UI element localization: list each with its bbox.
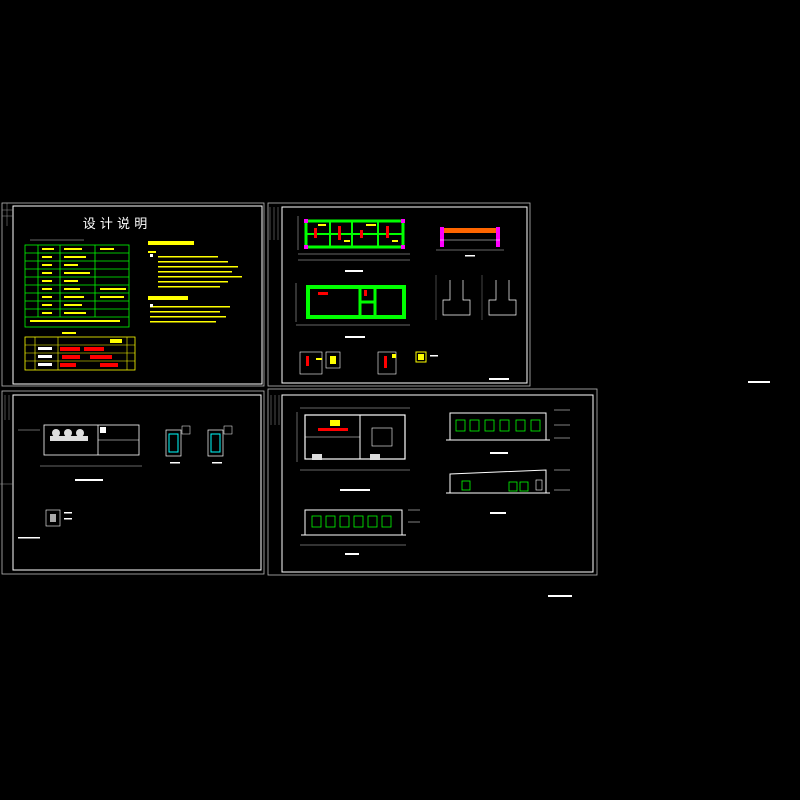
design-notes-title: 设 计 说 明 [83,217,147,232]
sheet-design-notes: 设 计 说 明 [1,202,265,387]
sheet-foundation-structure [267,202,531,387]
sheet-architecture-elevations [267,388,598,576]
rear-elevation [300,509,420,555]
front-elevation [446,409,570,454]
building-floor-plan [296,407,410,491]
beam-elevation [436,227,504,257]
material-table [24,332,136,371]
footing-sections [435,275,517,320]
sheet-floor-plan-details [0,390,265,575]
equipment-plan [18,424,142,481]
pipe-details [165,425,233,464]
foundation-plan-lower [295,283,410,338]
small-detail [18,509,72,539]
design-notes-text [148,241,242,323]
design-parameter-table [24,239,130,328]
foundation-plan-upper [297,216,410,272]
column-details [299,351,438,375]
side-elevation [446,469,570,514]
